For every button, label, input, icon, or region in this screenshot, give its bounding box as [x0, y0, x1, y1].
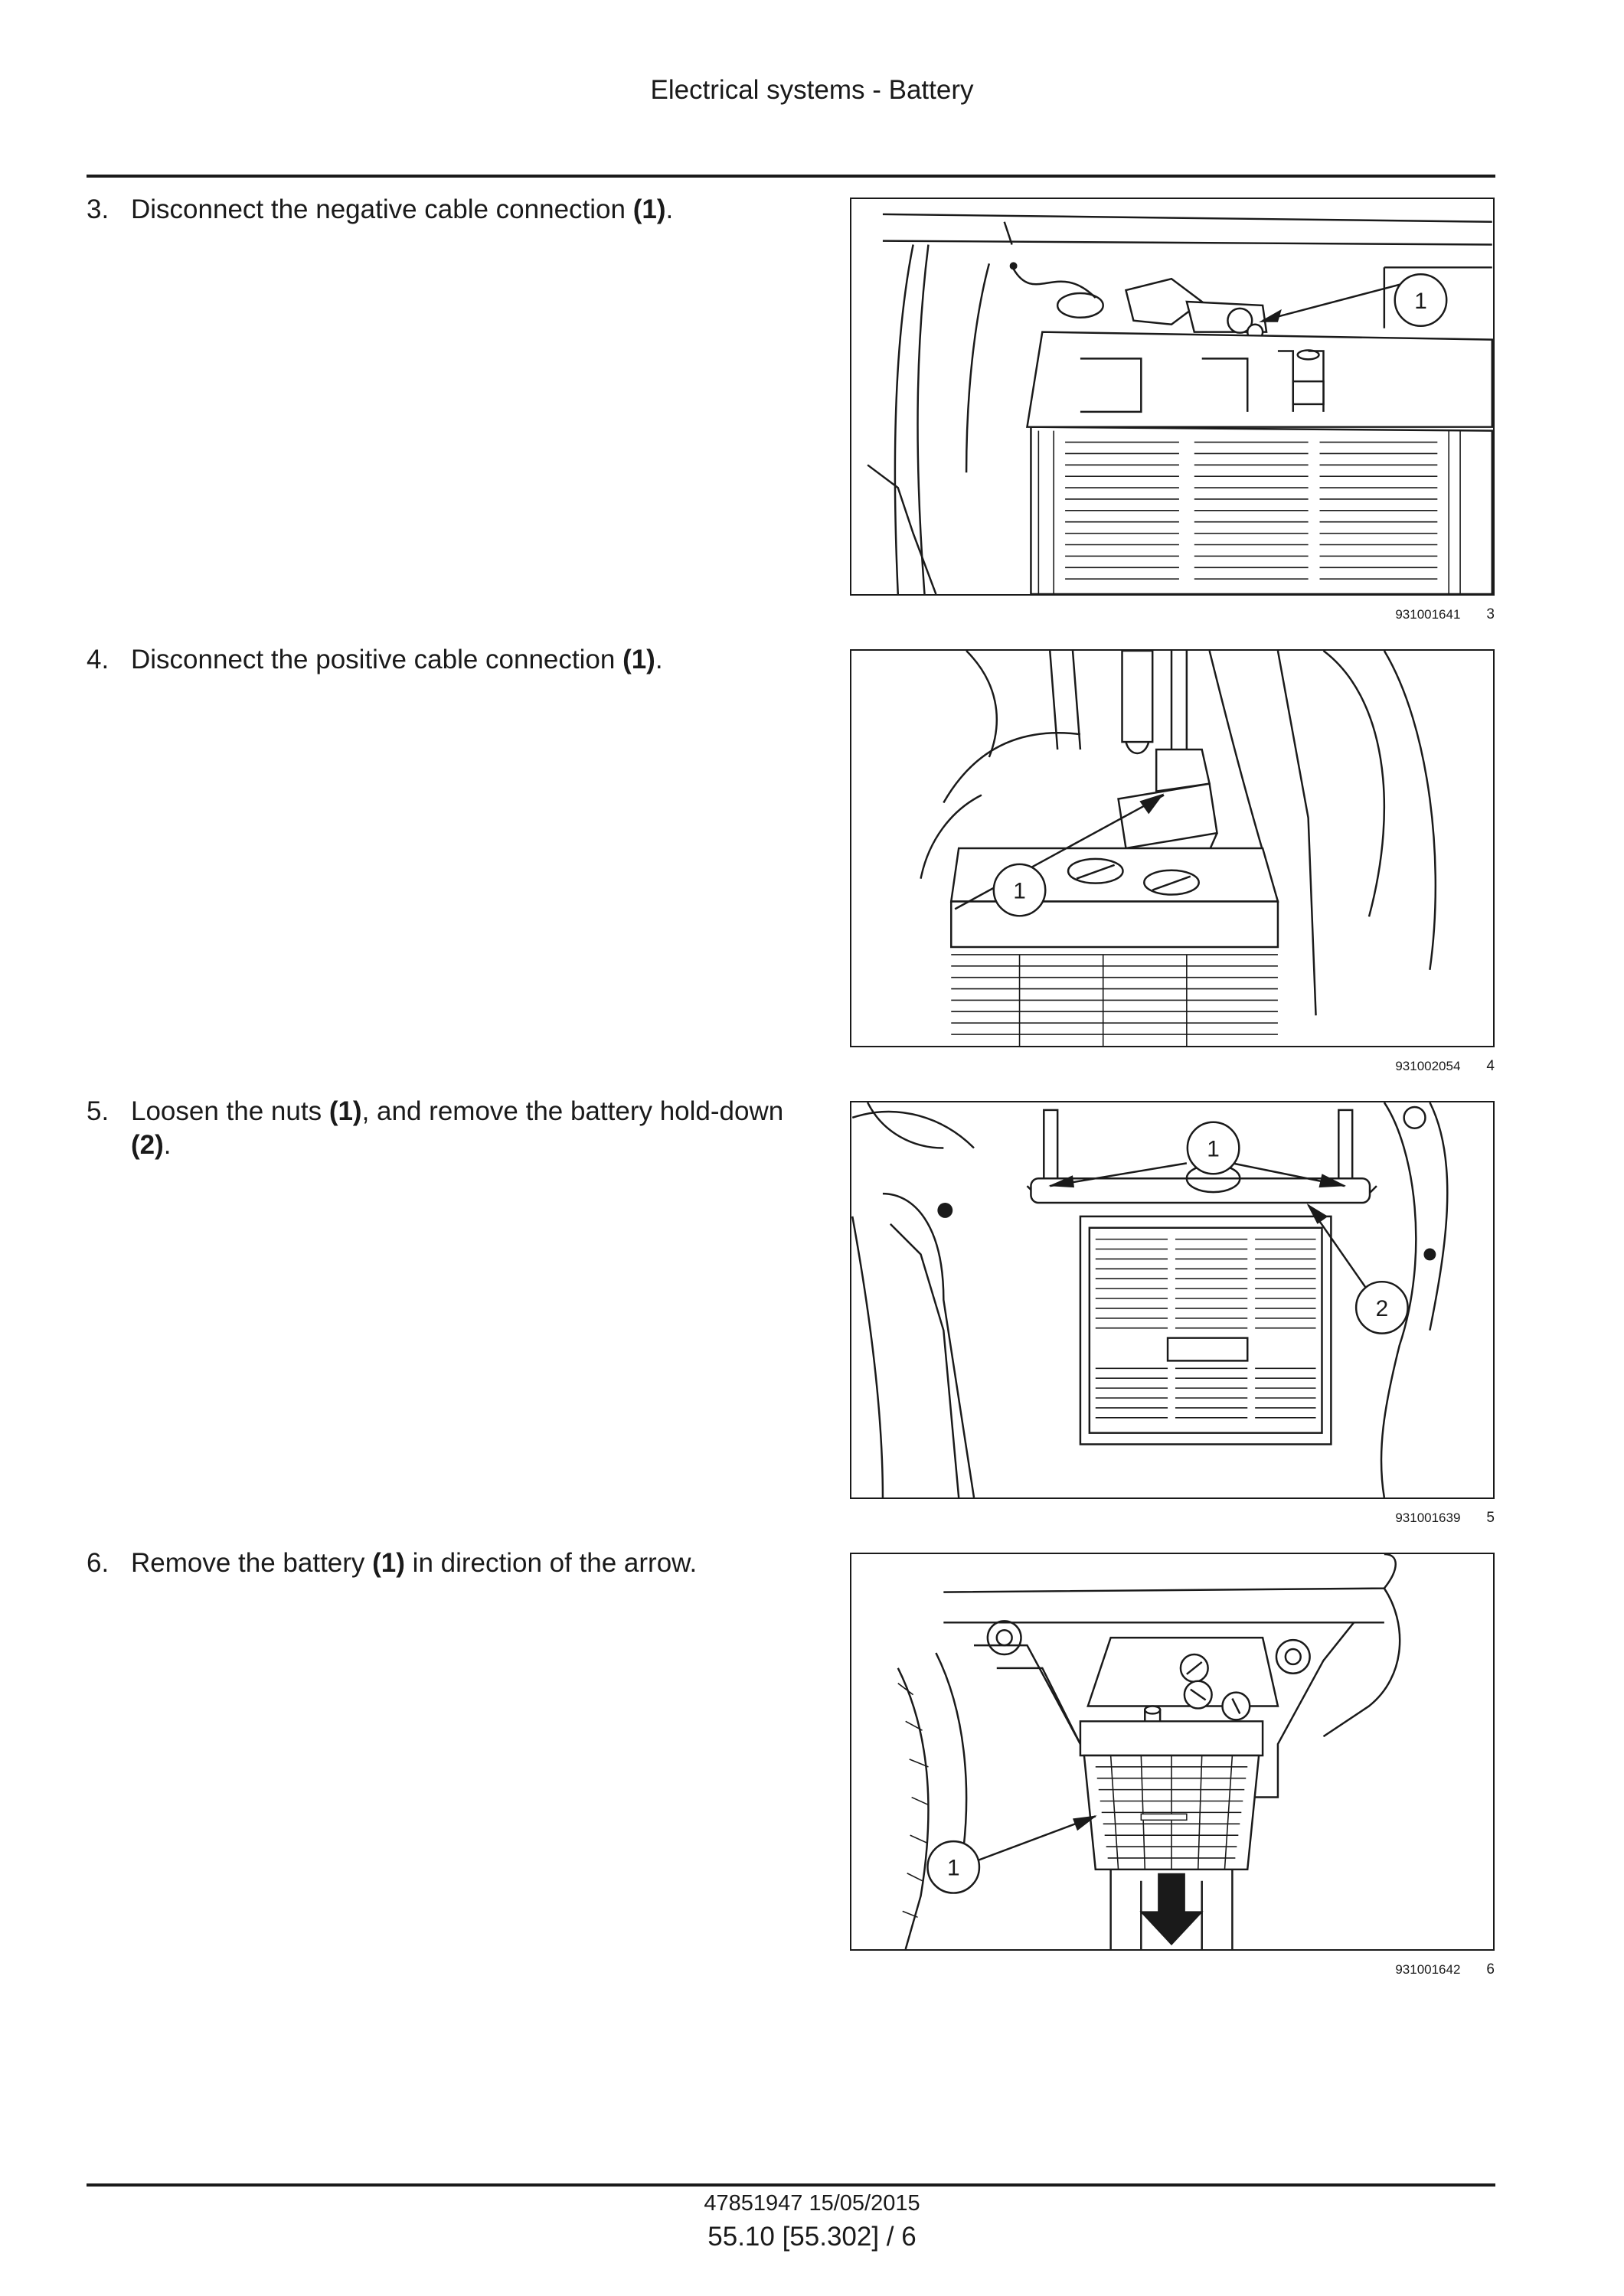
figure-code: 931002054 [1395, 1059, 1461, 1073]
step-number: 5. [87, 1096, 109, 1126]
footer-rule [87, 2183, 1495, 2187]
reference-callout: (1) [632, 194, 666, 224]
reference-callout: (1) [328, 1096, 362, 1126]
figure-number: 6 [1486, 1961, 1495, 1978]
illustration-hold-down: 1 2 [851, 1102, 1449, 1497]
page-header-title: Electrical systems - Battery [650, 75, 974, 105]
figure-6-caption: 931001642 6 [1225, 1961, 1495, 1978]
step-text: Loosen the nuts (1), and remove the batt… [131, 1096, 784, 1160]
figure-3-caption: 931001641 3 [1225, 606, 1495, 623]
footer-page-reference: 55.10 [55.302] / 6 [707, 2222, 917, 2252]
step-5: 5. Loosen the nuts (1), and remove the b… [87, 1095, 799, 1162]
step-6: 6. Remove the battery (1) in direction o… [87, 1546, 799, 1580]
step-number: 6. [87, 1548, 109, 1578]
callout-1: 1 [1394, 273, 1448, 327]
figure-number: 4 [1486, 1058, 1495, 1074]
figure-number: 5 [1486, 1510, 1495, 1526]
figure-code: 931001639 [1395, 1511, 1461, 1525]
figure-number: 3 [1486, 606, 1495, 622]
figure-4-caption: 931002054 4 [1225, 1058, 1495, 1075]
svg-text:2: 2 [1376, 1296, 1389, 1321]
callout-1: 1 [926, 1840, 981, 1894]
reference-callout: (1) [622, 645, 655, 674]
figure-4-positive-terminal: 1 [850, 649, 1495, 1047]
figure-code: 931001641 [1395, 607, 1461, 622]
reference-callout: (1) [372, 1548, 405, 1578]
step-number: 4. [87, 645, 109, 674]
callout-1: 1 [1186, 1121, 1240, 1175]
step-text: Disconnect the positive cable connection… [131, 645, 663, 674]
figure-3-negative-terminal: 1 [850, 198, 1495, 596]
svg-text:1: 1 [1414, 289, 1427, 314]
step-text: Remove the battery (1) in direction of t… [131, 1548, 698, 1578]
callout-1: 1 [992, 863, 1047, 917]
step-text: Disconnect the negative cable connection… [131, 194, 674, 224]
step-3: 3. Disconnect the negative cable connect… [87, 193, 799, 227]
svg-text:1: 1 [1013, 878, 1026, 903]
header-rule [87, 175, 1495, 178]
svg-text:1: 1 [1207, 1136, 1220, 1161]
figure-code: 931001642 [1395, 1962, 1461, 1977]
svg-text:1: 1 [947, 1856, 960, 1881]
figure-5-caption: 931001639 5 [1225, 1510, 1495, 1527]
illustration-negative-cable: 1 [867, 213, 1493, 594]
illustration-positive-cable: 1 [920, 651, 1437, 1046]
footer-document-code: 47851947 15/05/2015 [704, 2191, 920, 2216]
callout-2: 2 [1354, 1280, 1409, 1334]
figure-5-battery-hold-down: 1 2 [850, 1101, 1495, 1499]
figure-6-battery-removal: 1 [850, 1553, 1495, 1951]
illustration-battery-removal: 1 [897, 1554, 1401, 1949]
step-number: 3. [87, 194, 109, 224]
reference-callout: (2) [131, 1130, 164, 1160]
step-4: 4. Disconnect the positive cable connect… [87, 643, 799, 677]
